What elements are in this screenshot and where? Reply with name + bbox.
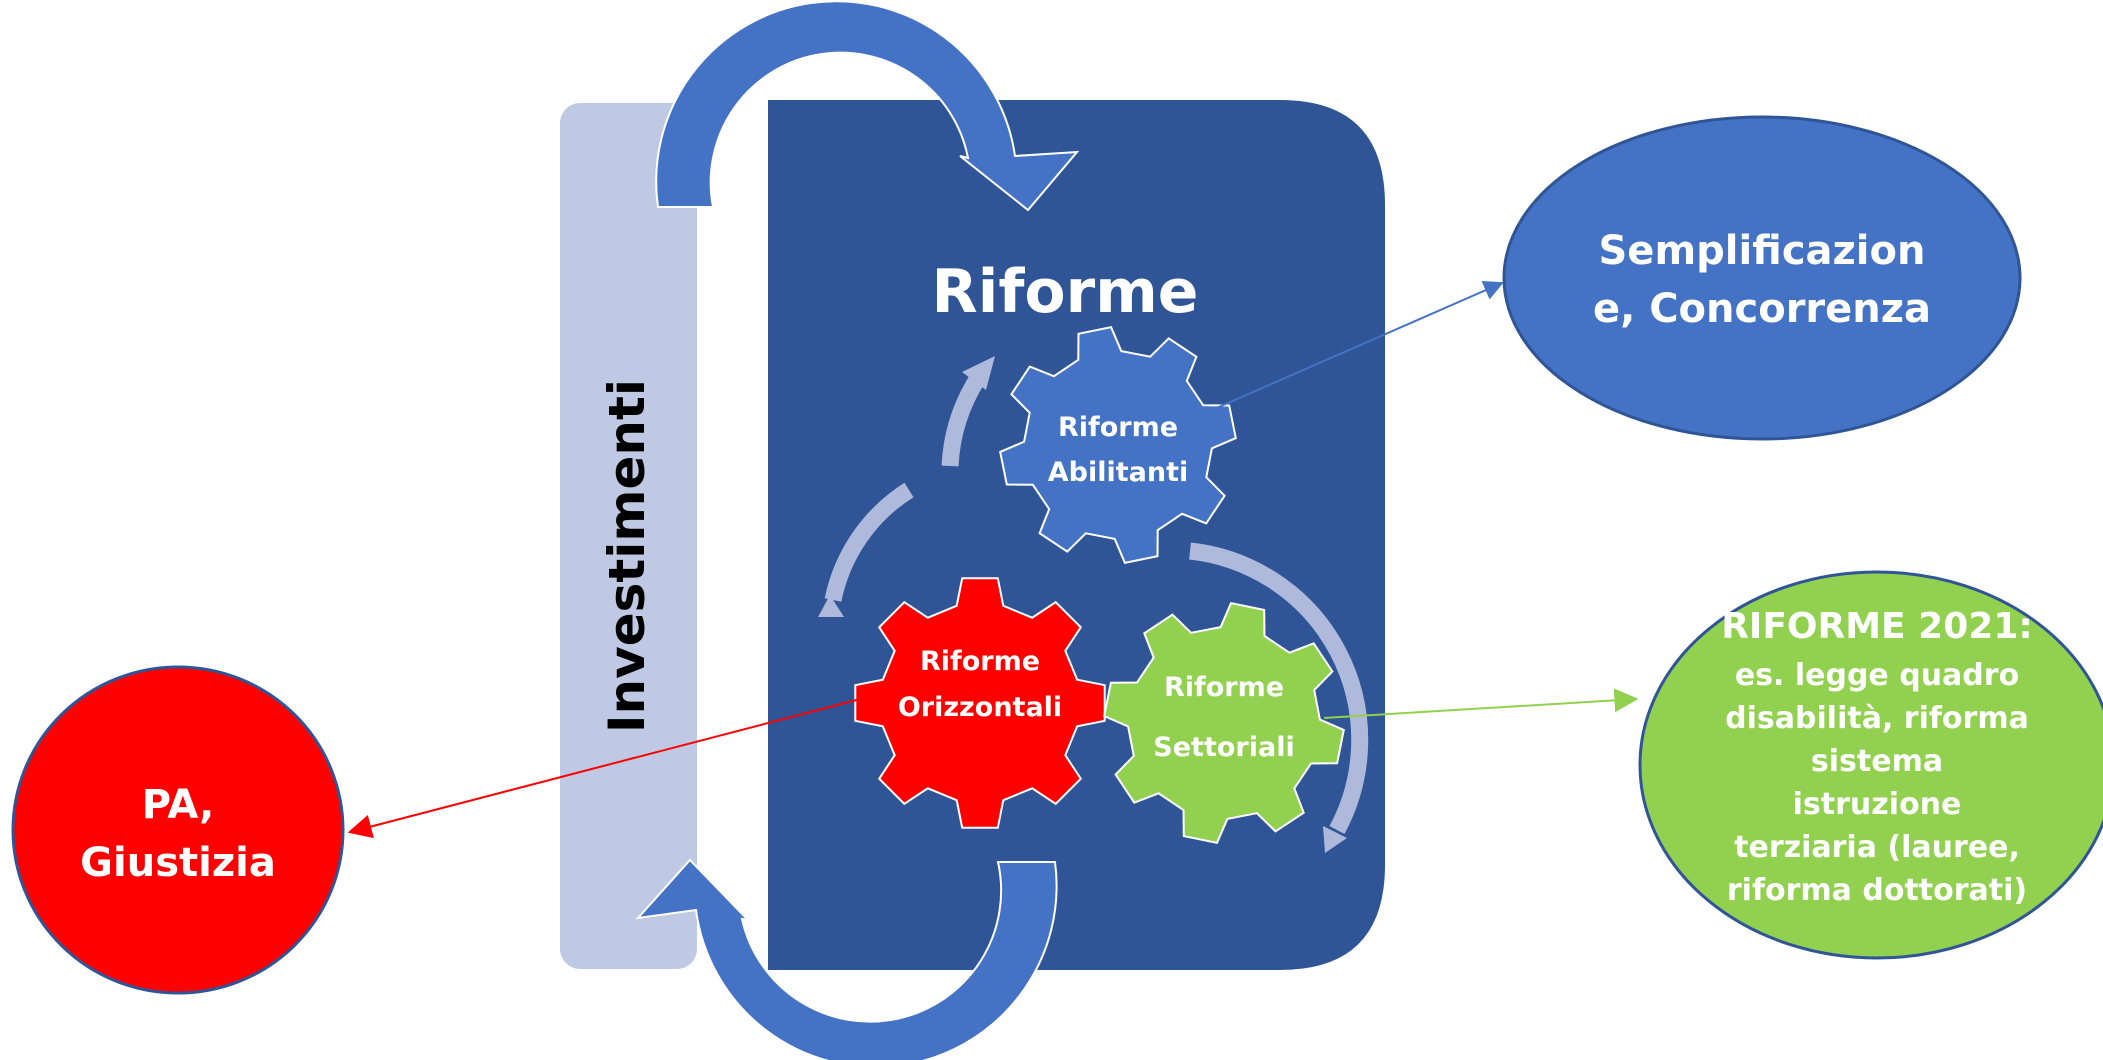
- gear-settoriali-shape: [1103, 602, 1345, 844]
- settoriali-line1: Riforme: [1164, 672, 1284, 703]
- investimenti-label: Investimenti: [598, 379, 656, 733]
- settoriali-line2: Settoriali: [1153, 732, 1294, 763]
- top-cycle-arrow: [655, 0, 1080, 212]
- abilitanti-line1: Riforme: [1058, 412, 1178, 443]
- bottom-cycle-arrow: [635, 858, 1058, 1060]
- gear-riforme-settoriali: [1103, 602, 1345, 844]
- pa-line1: PA,: [142, 782, 215, 828]
- pa-circle: [11, 665, 345, 995]
- orizzontali-line2: Orizzontali: [898, 692, 1062, 723]
- gear-riforme-abilitanti: [999, 326, 1237, 564]
- gear-orizzontali-shape: [854, 577, 1106, 829]
- riforme2021-line-4: istruzione: [1793, 787, 1962, 822]
- riforme-title: Riforme: [932, 257, 1199, 327]
- semplificazione-line1: Semplificazion: [1599, 228, 1926, 274]
- riforme2021-line-1: es. legge quadro: [1735, 658, 2019, 693]
- riforme2021-ellipse: [1638, 570, 2103, 960]
- light-arrow-right-head: [1323, 826, 1347, 853]
- semplificazione-line2: e, Concorrenza: [1593, 286, 1931, 332]
- gear-abilitanti-shape: [999, 326, 1237, 564]
- connector-to-riforme2021: [1323, 688, 1639, 719]
- riforme2021-title: RIFORME 2021:: [1721, 606, 2033, 647]
- light-arrow-top-head: [962, 356, 995, 390]
- pa-line2: Giustizia: [80, 840, 276, 886]
- riforme2021-line-2: disabilità, riforma: [1725, 701, 2029, 736]
- abilitanti-line2: Abilitanti: [1048, 457, 1189, 488]
- light-arrow-right: [1189, 542, 1369, 835]
- light-arrow-left: [824, 482, 914, 602]
- connector-to-semplificazione: [1211, 281, 1504, 411]
- gear-riforme-orizzontali: [854, 577, 1106, 829]
- connector-to-pa: [347, 696, 869, 839]
- light-arrow-top: [941, 373, 986, 467]
- orizzontali-line1: Riforme: [920, 646, 1040, 677]
- light-arrow-left-head: [818, 595, 844, 617]
- semplificazione-ellipse: [1502, 115, 2022, 441]
- riforme2021-line-6: riforma dottorati): [1727, 873, 2027, 908]
- riforme2021-line-5: terziaria (lauree,: [1734, 830, 2020, 865]
- investimenti-bar: [560, 103, 697, 969]
- riforme2021-line-3: sistema: [1811, 744, 1943, 779]
